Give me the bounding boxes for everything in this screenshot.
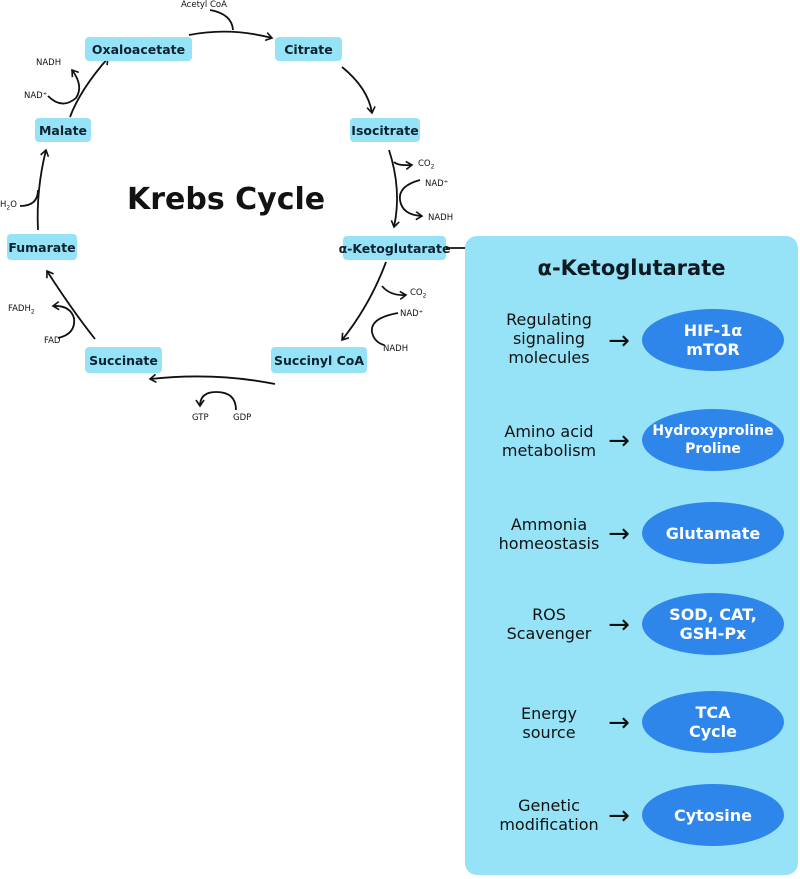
h2o-entry xyxy=(19,189,39,207)
nad-loop-top xyxy=(47,68,81,105)
label-co2-2: CO2 xyxy=(410,288,427,300)
target-glutamate: Glutamate xyxy=(642,502,784,564)
gdp-gtp-loop xyxy=(195,391,237,411)
node-malate: Malate xyxy=(35,118,91,142)
panel-title: α-Ketoglutarate xyxy=(537,256,726,280)
label-h2o: H2O xyxy=(0,200,17,212)
fad-loop xyxy=(51,301,76,339)
label-nad-2: NAD⁺ xyxy=(400,309,424,319)
row-label-amino-acid: Amino acid metabolism xyxy=(501,422,597,460)
alpha-ketoglutarate-panel: α-Ketoglutarate Regulating signaling mol… xyxy=(465,236,798,875)
co2-release-1 xyxy=(393,160,414,171)
target-cytosine: Cytosine xyxy=(642,784,784,846)
row-label-ammonia: Ammonia homeostasis xyxy=(498,515,600,553)
target-hif-mtor: HIF-1α mTOR xyxy=(642,309,784,371)
diagram-title: Krebs Cycle xyxy=(127,182,326,217)
arrow-oxaloacetate-citrate xyxy=(188,30,274,42)
label-co2-1: CO2 xyxy=(418,159,435,171)
row-arrow-icon: → xyxy=(608,426,630,456)
arrow-akg-succinylcoa xyxy=(341,261,387,342)
row-arrow-icon: → xyxy=(608,708,630,738)
label-nadh-2: NADH xyxy=(383,344,409,354)
co2-release-2 xyxy=(381,285,408,301)
target-hydroxyproline-proline: Hydroxyproline Proline xyxy=(642,409,784,471)
arrow-fumarate-malate xyxy=(36,148,50,231)
label-nad-1: NAD⁺ xyxy=(425,179,449,189)
node-fumarate: Fumarate xyxy=(7,234,77,260)
nad-loop-1 xyxy=(398,179,424,221)
label-nadh-1: NADH xyxy=(428,213,454,223)
arrow-citrate-isocitrate xyxy=(341,66,376,115)
label-acetyl-coa: Acetyl CoA xyxy=(181,0,227,10)
row-label-energy: Energy source xyxy=(520,704,577,742)
label-gdp: GDP xyxy=(233,413,252,423)
node-succinate: Succinate xyxy=(85,347,162,373)
row-label-ros: ROS Scavenger xyxy=(506,605,592,643)
label-nad-top: NAD⁺ xyxy=(24,91,48,101)
label-fadh2: FADH2 xyxy=(8,304,35,316)
label-gtp: GTP xyxy=(192,413,209,423)
row-arrow-icon: → xyxy=(608,519,630,549)
node-succinyl-coa: Succinyl CoA xyxy=(271,347,367,373)
arrow-succinate-fumarate xyxy=(46,269,96,340)
arrow-malate-oxaloacetate xyxy=(69,56,109,118)
node-citrate: Citrate xyxy=(275,37,342,61)
row-arrow-icon: → xyxy=(608,801,630,831)
row-arrow-icon: → xyxy=(608,326,630,356)
arrow-isocitrate-akg xyxy=(388,149,400,229)
node-oxaloacetate: Oxaloacetate xyxy=(85,37,192,61)
acetyl-coa-entry xyxy=(209,9,234,31)
label-nadh-top: NADH xyxy=(36,58,62,68)
row-arrow-icon: → xyxy=(608,610,630,640)
row-label-genetic: Genetic modification xyxy=(499,796,599,834)
row-label-signaling: Regulating signaling molecules xyxy=(506,310,592,367)
node-isocitrate: Isocitrate xyxy=(350,118,420,142)
arrow-succinylcoa-succinate xyxy=(148,373,276,385)
label-fad: FAD xyxy=(44,336,61,346)
target-sod-cat-gshpx: SOD, CAT, GSH-Px xyxy=(642,593,784,655)
nad-loop-2 xyxy=(371,312,399,346)
target-tca-cycle: TCA Cycle xyxy=(642,691,784,753)
node-alpha-ketoglutarate: α-Ketoglutarate xyxy=(339,236,450,260)
